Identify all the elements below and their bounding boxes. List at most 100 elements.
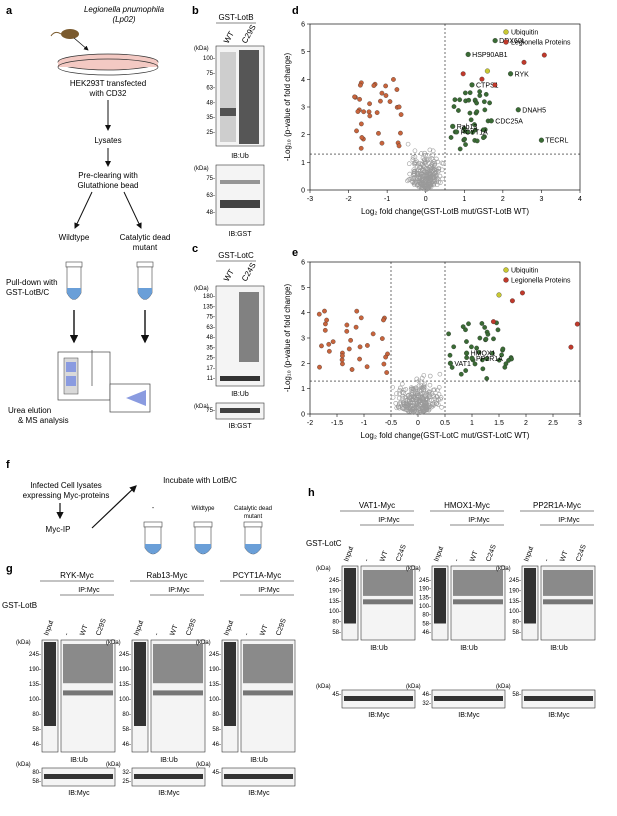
data-point: [406, 161, 412, 167]
data-point: [458, 371, 464, 377]
myc-ip-text: Myc-IP: [46, 525, 71, 534]
x-tick-label: 1.5: [494, 420, 504, 427]
labeled-point: [469, 82, 475, 88]
data-point: [390, 395, 396, 400]
kda-label: (kDa): [196, 762, 211, 768]
data-point: [465, 129, 470, 135]
data-point: [379, 336, 385, 341]
preclear-line1: Pre-clearing with: [78, 171, 138, 180]
data-point: [436, 391, 442, 397]
panel-a: a Legionella pnumophila (Lp02) HEK293T t…: [6, 5, 170, 425]
data-point: [420, 184, 425, 190]
data-point: [359, 135, 365, 140]
marker-label: 46-: [422, 692, 431, 698]
point-annotation: DDX60L: [499, 38, 526, 45]
mutant-line1: Catalytic dead: [120, 233, 171, 242]
labeled-point: [515, 107, 521, 113]
data-point: [480, 366, 486, 372]
data-point: [370, 331, 376, 337]
data-point: [371, 83, 377, 88]
data-point: [349, 367, 355, 372]
labeled-point: [538, 137, 544, 143]
data-point: [477, 93, 483, 98]
marker-label: 100-: [203, 56, 215, 62]
marker-label: 245-: [29, 652, 41, 658]
data-point: [383, 83, 388, 89]
data-point: [417, 181, 423, 187]
data-point: [426, 405, 431, 410]
data-point: [357, 96, 362, 102]
data-point: [446, 331, 451, 337]
data-point: [506, 358, 511, 363]
ib-label: IB:Ub: [250, 757, 268, 764]
data-point: [398, 130, 403, 136]
kda-label: (kDa): [106, 762, 121, 768]
data-point: [414, 182, 420, 188]
legend-marker: [503, 277, 509, 283]
panel-b-title: GST-LotB: [218, 13, 253, 22]
data-point: [440, 176, 445, 182]
blot-title: PCYT1A-Myc: [233, 571, 281, 580]
data-point: [434, 182, 440, 188]
ib-label: IB:Ub: [231, 391, 249, 398]
data-point: [418, 391, 424, 397]
ib-label: IB:Ub: [231, 153, 249, 160]
point-annotation: CDC25A: [495, 118, 523, 125]
marker-label: 25-: [206, 356, 215, 362]
data-point: [438, 396, 443, 402]
marker-label: 63-: [206, 193, 215, 199]
data-point: [430, 148, 436, 154]
wildtype-text: Wildtype: [59, 233, 90, 242]
data-point: [322, 308, 327, 314]
marker-label: 63-: [206, 86, 215, 92]
data-point: [367, 113, 373, 119]
data-point: [412, 148, 418, 154]
ip-label: IP:Myc: [258, 587, 280, 594]
kda-label: (kDa): [316, 566, 331, 572]
legionella-point: [509, 298, 515, 304]
data-point: [431, 402, 436, 408]
data-point: [346, 346, 352, 352]
data-point: [431, 387, 436, 393]
marker-label: 75-: [206, 315, 215, 321]
lane-label: -: [243, 631, 251, 636]
kda-label: (kDa): [16, 640, 31, 646]
data-point: [499, 352, 504, 358]
data-point: [344, 328, 350, 334]
data-point: [410, 180, 416, 185]
data-point: [428, 176, 434, 182]
data-point: [418, 383, 424, 388]
data-point: [354, 128, 359, 134]
x-axis-label: Log₂ fold change(GST-LotB mut/GST-LotB W…: [361, 207, 529, 216]
data-point: [424, 171, 429, 177]
ib-label: IB:Myc: [368, 712, 390, 719]
data-point: [427, 373, 433, 379]
data-point: [407, 171, 412, 177]
lane-label: C29S: [185, 618, 198, 637]
kda-label: (kDa): [194, 166, 209, 172]
data-point: [400, 405, 405, 411]
data-point: [344, 322, 350, 328]
data-point: [482, 107, 488, 113]
data-point: [403, 387, 409, 392]
data-point: [394, 87, 400, 92]
ib-label: IB:Myc: [548, 712, 570, 719]
blot-title: RYK-Myc: [60, 571, 94, 580]
ip-label: IP:Myc: [378, 517, 400, 524]
data-point: [353, 324, 359, 330]
data-point: [330, 339, 336, 345]
marker-label: 25-: [206, 130, 215, 136]
x-tick-label: 3: [578, 420, 582, 427]
kda-label: (kDa): [16, 762, 31, 768]
data-point: [451, 104, 457, 109]
data-point: [359, 121, 364, 127]
data-point: [430, 160, 436, 166]
data-point: [424, 186, 429, 192]
marker-label: 58-: [32, 779, 41, 785]
